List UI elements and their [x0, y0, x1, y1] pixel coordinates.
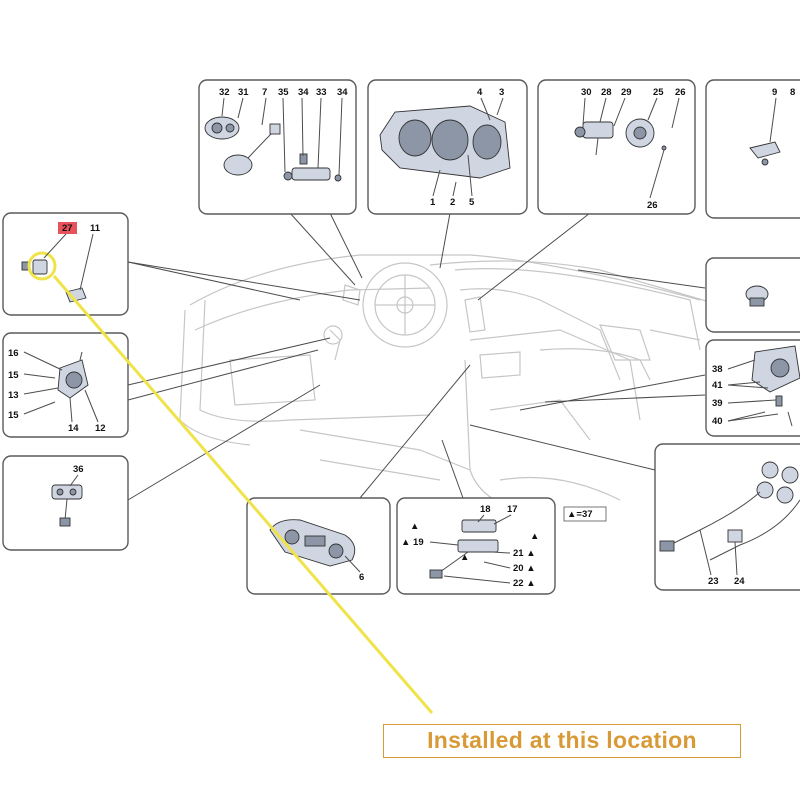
- panel-knob-assembly: 38 41 39 40: [705, 339, 800, 437]
- svg-text:38: 38: [712, 364, 723, 375]
- knob-assembly-icon: [751, 345, 800, 427]
- svg-text:35: 35: [278, 87, 289, 98]
- svg-text:▲: ▲: [460, 552, 469, 563]
- legend-box: [563, 506, 607, 522]
- svg-text:▲: ▲: [410, 521, 419, 532]
- svg-text:26: 26: [675, 87, 686, 98]
- svg-text:22 ▲: 22 ▲: [513, 578, 536, 589]
- svg-text:4: 4: [477, 87, 483, 98]
- panel-console-switches: 18 17 ▲ ▲ ▲ 19 ▲ 21 ▲ 20 ▲ 22 ▲: [396, 497, 556, 595]
- svg-text:36: 36: [73, 464, 84, 475]
- svg-text:13: 13: [8, 390, 19, 401]
- car-interior-sketch: [179, 254, 721, 511]
- svg-text:41: 41: [712, 380, 723, 391]
- leader-lines: [127, 212, 706, 501]
- panel-switches-steering: 32 31 7 35 34 33 34: [198, 79, 357, 215]
- svg-text:16: 16: [8, 348, 19, 359]
- climate-control-icon: [269, 519, 356, 567]
- panel-wheel-switch: 30 28 29 25 26 26: [537, 79, 696, 215]
- svg-text:21 ▲: 21 ▲: [513, 548, 536, 559]
- panel-door-sensor: 27 11: [2, 212, 129, 316]
- panel-harness: 23 24: [654, 443, 800, 591]
- svg-text:30: 30: [581, 87, 592, 98]
- panel-door-switch: 16 15 13 15 14 12: [2, 332, 129, 438]
- svg-text:2: 2: [450, 197, 455, 208]
- svg-text:24: 24: [734, 576, 745, 587]
- svg-text:20 ▲: 20 ▲: [513, 563, 536, 574]
- svg-text:32: 32: [219, 87, 230, 98]
- svg-text:14: 14: [68, 423, 79, 434]
- switch-module-icon: [283, 153, 342, 182]
- panel-button: [705, 257, 800, 333]
- svg-text:5: 5: [469, 197, 475, 208]
- console-switch-icon: [429, 519, 499, 579]
- svg-text:3: 3: [499, 87, 504, 98]
- svg-text:23: 23: [708, 576, 719, 587]
- highlight-circle: [27, 251, 57, 281]
- svg-text:15: 15: [8, 370, 19, 381]
- svg-text:▲: ▲: [530, 531, 539, 542]
- svg-text:29: 29: [621, 87, 632, 98]
- button-part-icon: [745, 285, 769, 307]
- svg-text:27: 27: [62, 223, 73, 234]
- door-sensor-icon: [21, 259, 87, 303]
- steering-sensor-icon: [223, 123, 281, 176]
- panel-bracket: 9 8: [705, 79, 800, 219]
- svg-text:40: 40: [712, 416, 723, 427]
- svg-text:7: 7: [262, 87, 267, 98]
- svg-text:33: 33: [316, 87, 327, 98]
- installation-caption: Installed at this location: [383, 724, 741, 758]
- svg-text:6: 6: [359, 572, 364, 583]
- svg-text:11: 11: [90, 223, 101, 234]
- door-switch-icon: [57, 351, 89, 399]
- svg-text:26: 26: [647, 200, 658, 211]
- panel-climate-control: 6: [246, 497, 391, 595]
- svg-text:▲ 19: ▲ 19: [401, 537, 424, 548]
- svg-text:34: 34: [298, 87, 309, 98]
- svg-text:31: 31: [238, 87, 249, 98]
- svg-text:18: 18: [480, 504, 491, 515]
- svg-text:12: 12: [95, 423, 106, 434]
- switch-part-icon: [204, 116, 240, 140]
- legend-marker: ▲=37: [567, 509, 593, 520]
- svg-text:34: 34: [337, 87, 348, 98]
- svg-text:8: 8: [790, 87, 795, 98]
- svg-text:28: 28: [601, 87, 612, 98]
- svg-text:9: 9: [772, 87, 777, 98]
- harness-icon: [659, 461, 800, 561]
- svg-text:17: 17: [507, 504, 518, 515]
- callout-line: [52, 275, 434, 714]
- window-switch-icon: [51, 484, 83, 527]
- wheel-switch-icon: [574, 118, 667, 156]
- bracket-part-icon: [749, 141, 781, 166]
- svg-text:1: 1: [430, 197, 436, 208]
- svg-text:15: 15: [8, 410, 19, 421]
- instrument-cluster-icon: [379, 105, 511, 179]
- highlight-label-bg: [58, 222, 77, 234]
- panel-window-switch: 36: [2, 455, 129, 551]
- svg-text:39: 39: [712, 398, 723, 409]
- panel-instrument-cluster: 4 3 1 2 5: [367, 79, 528, 215]
- svg-text:25: 25: [653, 87, 664, 98]
